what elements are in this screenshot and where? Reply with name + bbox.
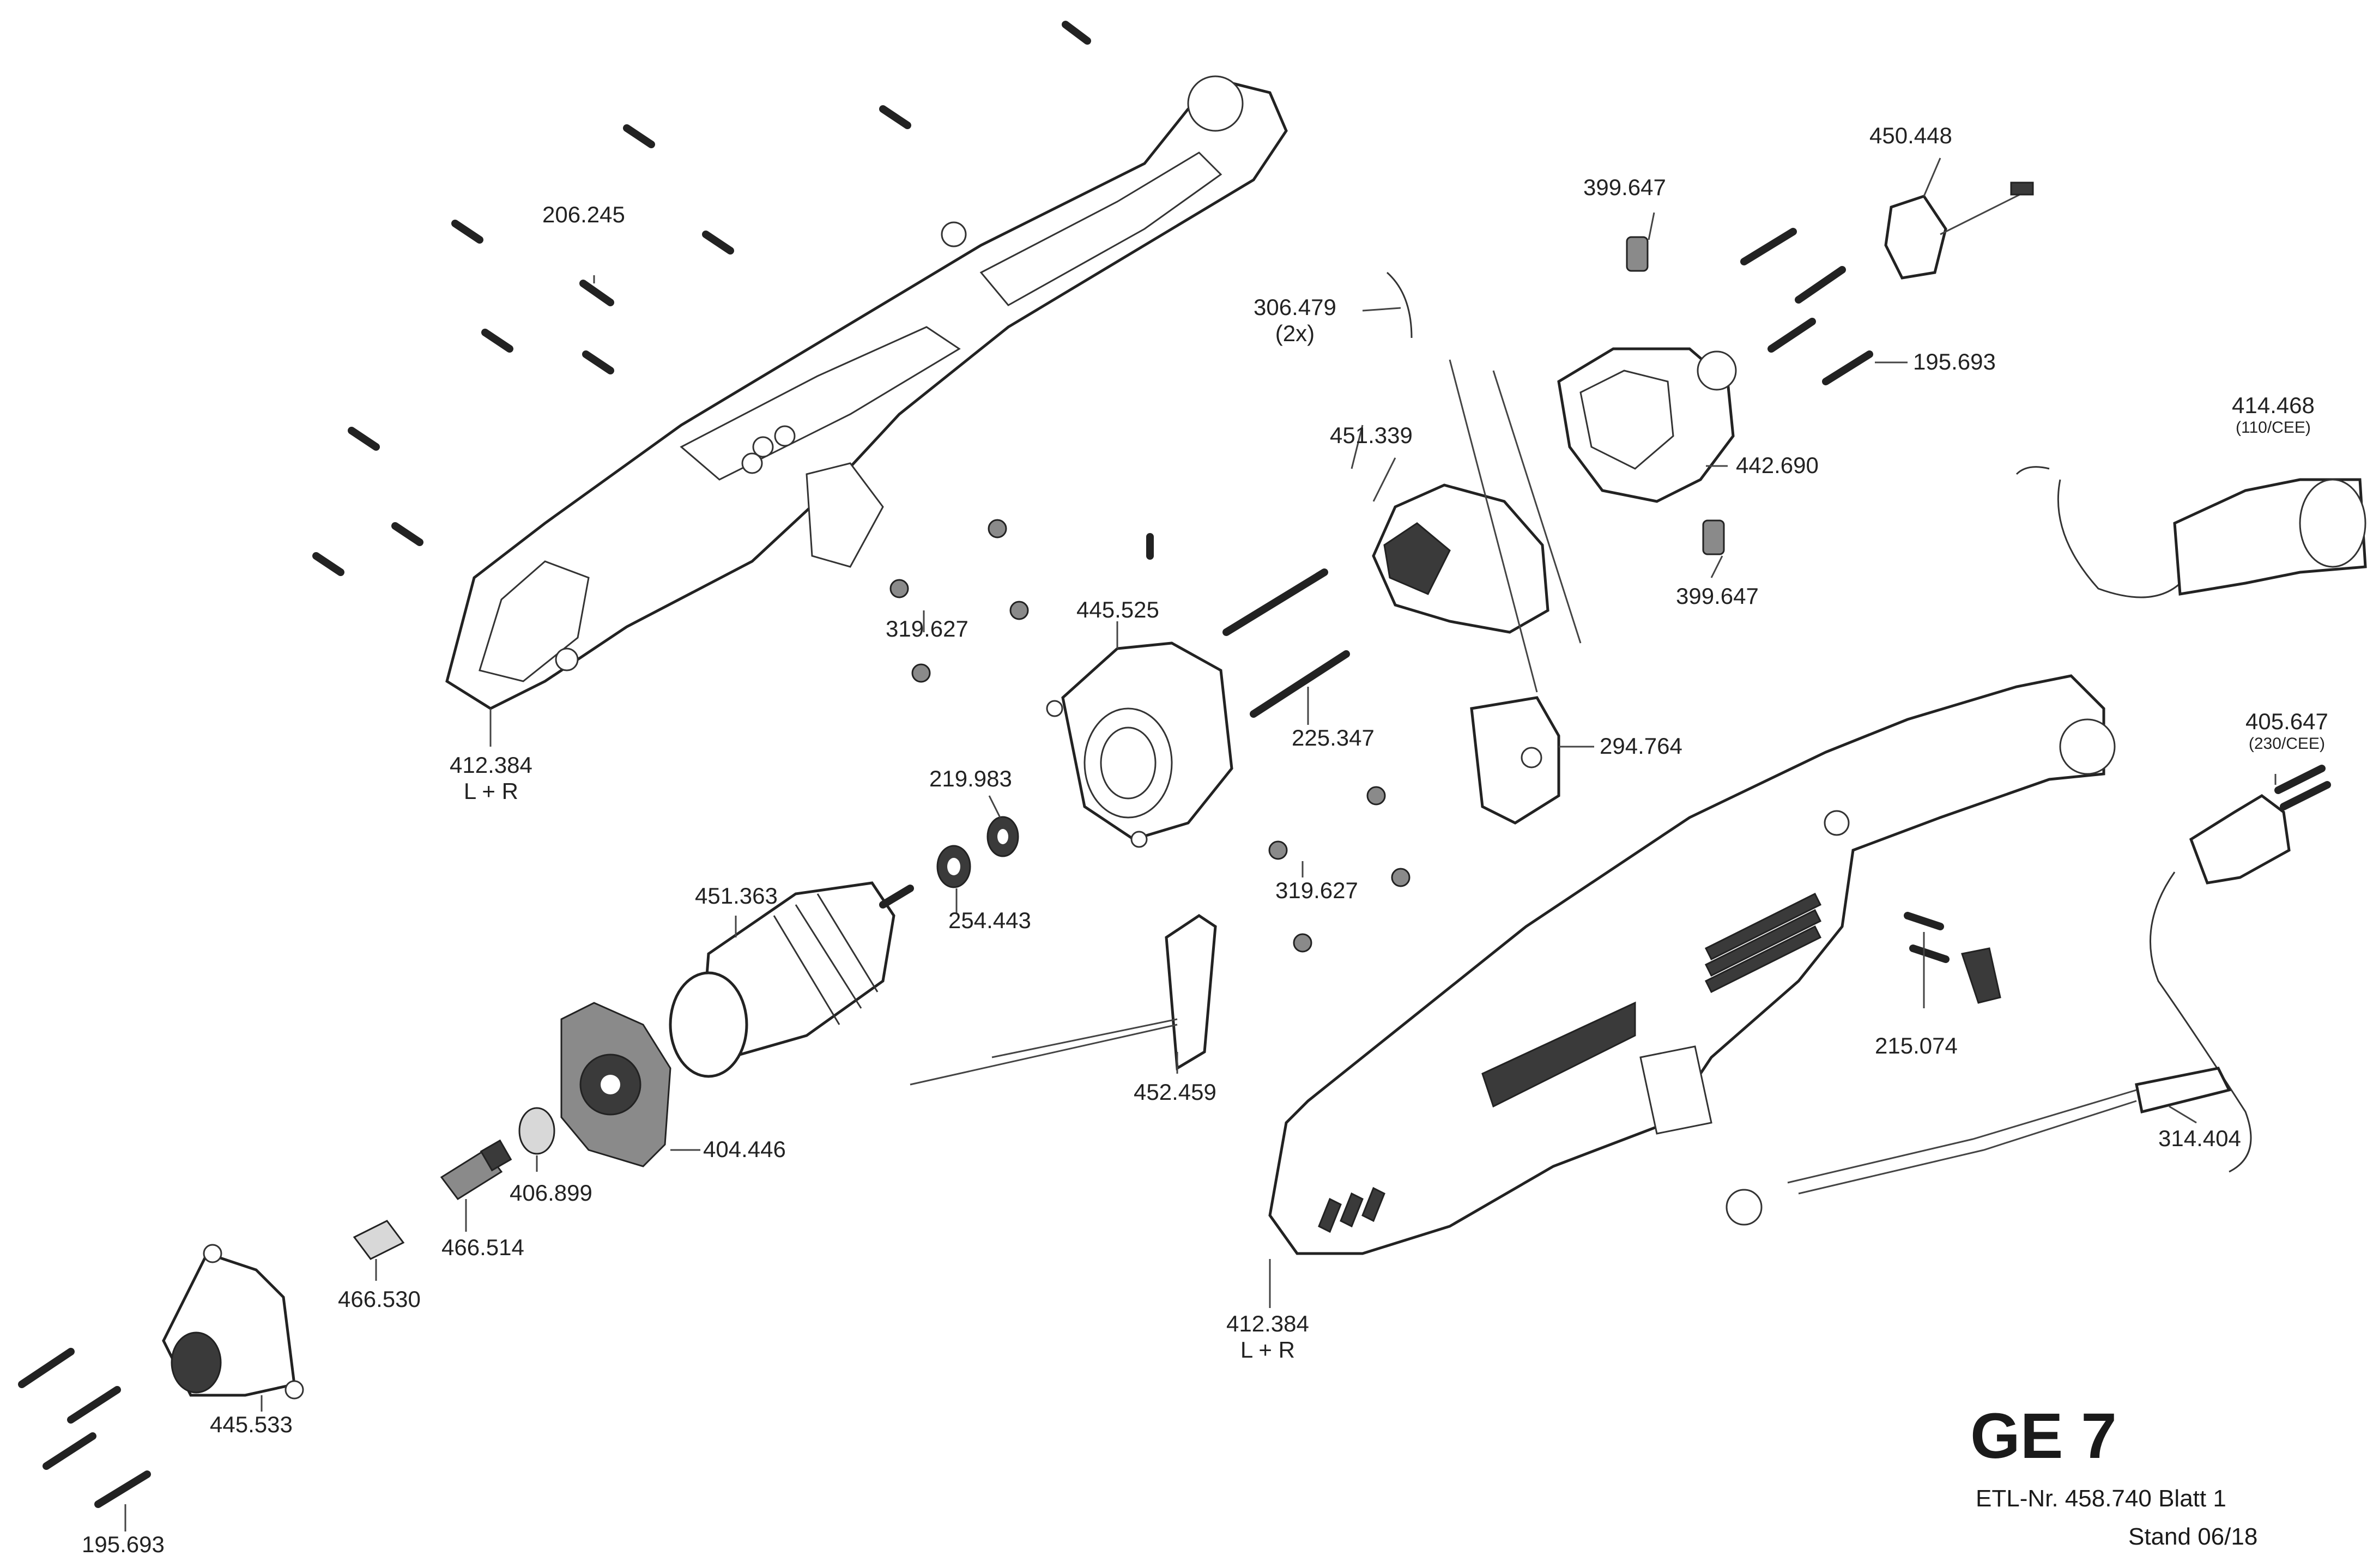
housing-half-top <box>445 75 1288 710</box>
label-414468-sub: (110/CEE) <box>2236 419 2311 437</box>
brush-holder-442690 <box>1557 347 1737 503</box>
tube-306479 <box>1387 271 1413 338</box>
label-445533: 445.533 <box>210 1412 293 1437</box>
screws-195693-a <box>1740 228 1873 385</box>
label-451339: 451.339 <box>1330 422 1413 448</box>
leader-lines <box>124 158 2277 1531</box>
label-404446: 404.446 <box>703 1136 786 1162</box>
label-206245: 206.245 <box>542 202 625 227</box>
label-442690: 442.690 <box>1736 452 1819 478</box>
housing-half-bottom <box>1268 674 2116 1255</box>
label-294764: 294.764 <box>1600 733 1682 759</box>
washer-406899 <box>518 1107 555 1155</box>
nuts-319627-a <box>889 519 1154 683</box>
bearing-254443 <box>936 845 971 888</box>
label-405647: 405.647 (230/CEE) <box>2245 709 2328 753</box>
spindle-466514 <box>440 1139 512 1201</box>
label-412384-top-sub: L + R <box>463 778 518 804</box>
label-306479-number: 306.479 <box>1254 294 1336 320</box>
etl-number: ETL-Nr. 458.740 Blatt 1 <box>1976 1485 2226 1512</box>
clip-399647-a <box>1626 236 1649 272</box>
label-219983: 219.983 <box>929 766 1012 791</box>
label-319627-b: 319.627 <box>1275 877 1358 903</box>
label-319627-a: 319.627 <box>886 616 968 641</box>
label-306479: 306.479 (2x) <box>1254 294 1336 347</box>
label-466530: 466.530 <box>338 1286 421 1312</box>
switch-294764 <box>1470 696 1560 825</box>
label-451363: 451.363 <box>695 883 778 909</box>
label-414468-number: 414.468 <box>2232 392 2315 418</box>
plug-414468 <box>2015 466 2367 598</box>
label-412384-top-number: 412.384 <box>450 752 532 778</box>
collet-466530 <box>353 1220 405 1260</box>
motor-housing-445525 <box>1046 641 1233 848</box>
label-314404: 314.404 <box>2158 1125 2241 1151</box>
label-195693-b: 195.693 <box>82 1531 165 1557</box>
label-412384-bottom-sub: L + R <box>1240 1337 1295 1363</box>
label-412384-bottom: 412.384 L + R <box>1226 1311 1309 1363</box>
model-title: GE 7 <box>1970 1400 2117 1472</box>
nuts-319627-b <box>1268 786 1411 953</box>
label-215074: 215.074 <box>1875 1033 1958 1058</box>
plug-405647 <box>2150 765 2331 1173</box>
clamp-215074 <box>1904 912 2001 1004</box>
clip-399647-b <box>1702 519 1725 555</box>
armature-451363 <box>669 881 914 1078</box>
label-406899: 406.899 <box>510 1180 592 1206</box>
label-254443: 254.443 <box>948 907 1031 933</box>
screws-206245 <box>312 21 1091 576</box>
label-414468: 414.468 (110/CEE) <box>2232 392 2315 437</box>
label-399647-b: 399.647 <box>1676 583 1759 609</box>
label-225347: 225.347 <box>1292 725 1375 750</box>
label-412384-top: 412.384 L + R <box>450 752 532 804</box>
label-452459: 452.459 <box>1134 1079 1216 1105</box>
label-306479-sub: (2x) <box>1275 320 1315 346</box>
label-195693-a: 195.693 <box>1913 349 1996 374</box>
cord-314404 <box>1726 1067 2231 1226</box>
flange-404446 <box>560 1002 671 1167</box>
label-466514: 466.514 <box>441 1234 524 1260</box>
screws-195693-b <box>18 1348 151 1508</box>
label-412384-bottom-number: 412.384 <box>1226 1311 1309 1336</box>
label-405647-sub: (230/CEE) <box>2248 735 2325 753</box>
bearing-219983 <box>986 816 1019 857</box>
label-399647-a: 399.647 <box>1583 174 1666 200</box>
label-450448: 450.448 <box>1869 123 1952 148</box>
revision-stand: Stand 06/18 <box>2128 1523 2258 1550</box>
cord-clamp-450448 <box>1884 181 2034 280</box>
label-445525: 445.525 <box>1076 597 1159 622</box>
screws-225347 <box>1222 568 1350 718</box>
label-405647-number: 405.647 <box>2245 709 2328 734</box>
gear-head-445533 <box>162 1244 304 1400</box>
stator-451339 <box>1351 359 1582 693</box>
cable-452459 <box>910 913 1217 1086</box>
